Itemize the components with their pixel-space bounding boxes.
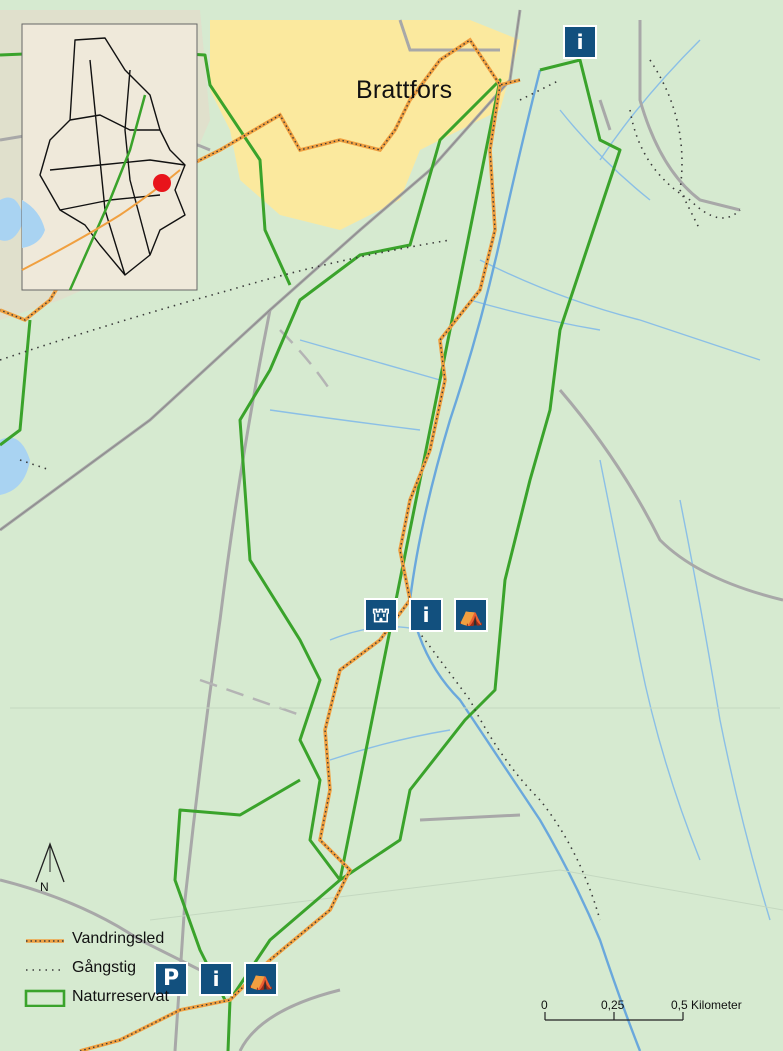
tower-point[interactable]: ⛫ <box>364 598 398 632</box>
locator-inset <box>21 23 198 291</box>
lake <box>0 437 30 495</box>
north-label: N <box>40 880 49 894</box>
inset-reserve-line <box>68 94 147 291</box>
settlement-area <box>210 20 520 230</box>
scale-label-05-km: 0,5 Kilometer <box>671 998 742 1012</box>
nature-reserve-boundary <box>173 58 622 1051</box>
scale-bar <box>544 1012 684 1021</box>
scale-label-0: 0 <box>541 998 548 1012</box>
picnic-icon: ⛺ <box>248 967 274 991</box>
legend-item-footpath: Gångstig <box>20 957 220 986</box>
scale-label-025: 0,25 <box>601 998 625 1012</box>
place-label-brattfors: Brattfors <box>356 76 453 104</box>
parking-icon: P <box>162 966 180 991</box>
nature-reserve-symbol-icon <box>24 989 66 1007</box>
hiking-trail-symbol-icon <box>26 939 64 943</box>
picnic-point-central[interactable]: ⛺ <box>454 598 488 632</box>
inset-frame <box>21 23 198 291</box>
property-line <box>149 869 783 921</box>
footpath-symbol-icon <box>26 969 64 971</box>
picnic-icon: ⛺ <box>458 603 484 627</box>
picnic-point-south[interactable]: ⛺ <box>244 962 278 996</box>
legend-item-nature-reserve: Naturreservat <box>20 986 220 1015</box>
tower-icon: ⛫ <box>371 603 391 627</box>
legend-label: Naturreservat <box>72 988 169 1005</box>
legend-item-hiking-trail: Vandringsled <box>20 928 220 957</box>
inset-lake <box>22 200 45 248</box>
info-point-north[interactable]: i <box>563 25 597 59</box>
legend-label: Gångstig <box>72 959 137 976</box>
parking-point[interactable]: P <box>154 962 188 996</box>
map-legend: Vandringsled Gångstig Naturreservat <box>20 928 220 1015</box>
footpaths <box>0 59 741 921</box>
info-icon: i <box>422 603 430 627</box>
info-point-south[interactable]: i <box>199 962 233 996</box>
north-arrow-icon <box>35 842 65 883</box>
info-icon: i <box>212 967 220 991</box>
info-point-central[interactable]: i <box>409 598 443 632</box>
lake <box>0 197 24 241</box>
locator-dot <box>153 174 171 192</box>
info-icon: i <box>576 30 584 54</box>
railway <box>0 9 521 531</box>
legend-label: Vandringsled <box>72 930 165 947</box>
